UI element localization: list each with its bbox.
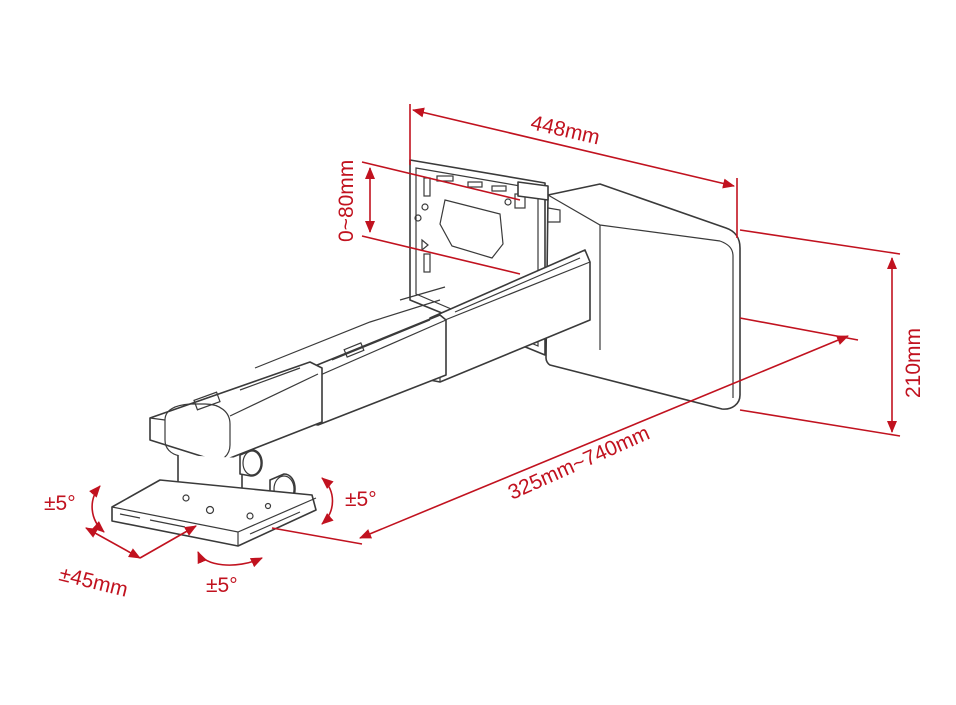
telescopic-arm <box>149 249 591 463</box>
adjustment-knob-upper <box>239 449 263 477</box>
tilt-right-label: ±5° <box>345 488 377 511</box>
swivel-label: ±5° <box>206 574 238 597</box>
height-label: 210mm <box>902 328 925 398</box>
dimension-swivel: ±5° <box>197 551 263 597</box>
width-label: 448mm <box>529 111 602 149</box>
ceiling-plate <box>111 479 317 547</box>
dimension-tilt-right: ±5° <box>321 477 377 525</box>
arm-length-label: 325mm~740mm <box>505 422 653 505</box>
dimension-lateral-shift: ±45mm <box>57 525 197 602</box>
dimension-tilt-left: ±5° <box>44 485 105 533</box>
vertical-adjust-label: 0~80mm <box>335 160 358 242</box>
dimension-vertical-adjust: 0~80mm <box>335 160 521 275</box>
tilt-left-label: ±5° <box>44 492 76 515</box>
lateral-shift-label: ±45mm <box>57 563 130 602</box>
dimension-height: 210mm <box>739 229 925 437</box>
